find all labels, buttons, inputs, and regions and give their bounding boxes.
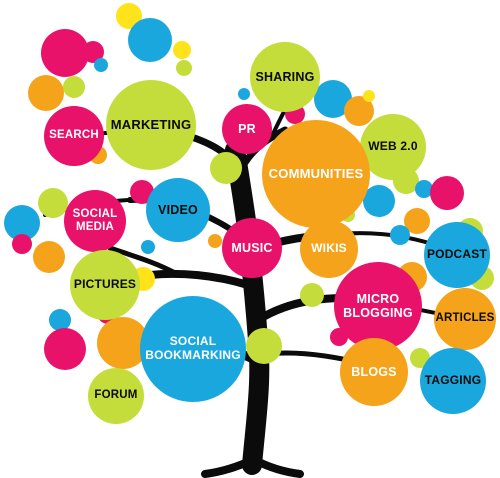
decorative-dot-icon (128, 18, 172, 62)
decorative-dot-icon (390, 225, 410, 245)
decorative-dot-icon (63, 76, 85, 98)
decorative-dot-icon (12, 234, 32, 254)
decorative-dot-icon (44, 328, 86, 370)
decorative-dot-icon (173, 41, 191, 59)
decorative-dot-icon (28, 75, 64, 111)
decorative-dot-icon (176, 60, 192, 76)
node-search: SEARCH (44, 106, 104, 166)
decorative-dot-icon (49, 309, 71, 331)
decorative-dot-icon (94, 58, 108, 72)
decorative-dot-icon (33, 241, 65, 273)
decorative-dot-icon (363, 90, 375, 102)
node-pr: PR (222, 104, 272, 154)
node-forum: FORUM (88, 368, 144, 424)
decorative-dot-icon (363, 185, 395, 217)
decorative-dot-icon (210, 152, 242, 184)
decorative-dot-icon (41, 29, 89, 77)
decorative-dot-icon (415, 180, 433, 198)
node-tagging: TAGGING (420, 348, 486, 414)
node-social-bookmarking: SOCIAL BOOKMARKING (140, 296, 246, 402)
node-sharing: SHARING (250, 42, 320, 112)
node-video: VIDEO (146, 178, 210, 242)
node-blogs: BLOGS (340, 338, 408, 406)
node-music: MUSIC (222, 218, 282, 278)
node-communities: COMMUNITIES (262, 120, 370, 228)
decorative-dot-icon (430, 176, 464, 210)
decorative-dot-icon (208, 234, 222, 248)
decorative-dot-icon (238, 88, 250, 100)
node-social-media: SOCIAL MEDIA (64, 190, 126, 252)
decorative-dot-icon (246, 328, 282, 364)
node-web-2-0: WEB 2.0 (360, 114, 426, 180)
decorative-dot-icon (82, 41, 104, 63)
node-articles: ARTICLES (434, 288, 496, 350)
decorative-dot-icon (38, 188, 68, 218)
node-wikis: WIKIS (300, 220, 358, 278)
node-podcast: PODCAST (424, 222, 490, 288)
decorative-dot-icon (141, 240, 155, 254)
node-micro-blogging: MICRO BLOGGING (334, 262, 422, 350)
decorative-dot-icon (300, 283, 324, 307)
node-pictures: PICTURES (70, 250, 140, 320)
node-marketing: MARKETING (106, 80, 196, 170)
